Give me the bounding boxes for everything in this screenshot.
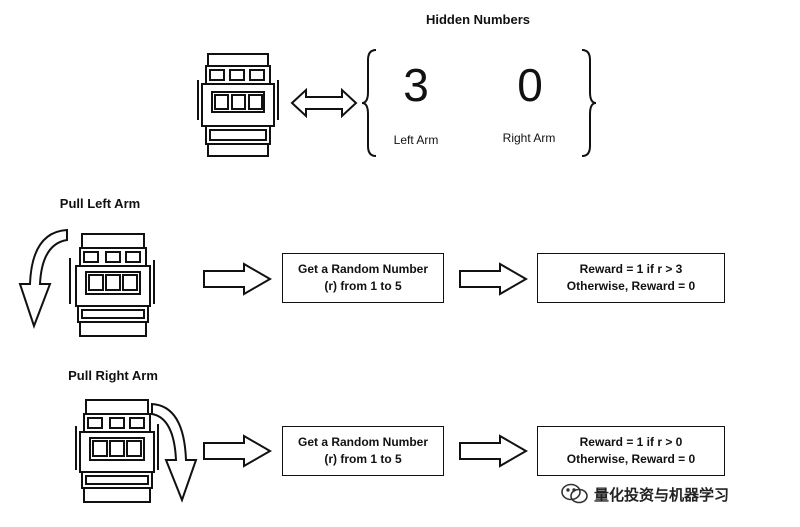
random-number-box: Get a Random Number (r) from 1 to 5	[282, 253, 444, 303]
left-hidden-value: 3	[403, 59, 429, 111]
pull-left-arm-title: Pull Left Arm	[59, 196, 141, 211]
reward-rule-box: Reward = 1 if r > 3 Otherwise, Reward = …	[537, 253, 725, 303]
curved-arrow-icon	[18, 228, 68, 329]
random-number-line2: (r) from 1 to 5	[324, 279, 402, 293]
reward-rule-line1: Reward = 1 if r > 0	[579, 435, 683, 449]
reward-rule-line1: Reward = 1 if r > 3	[579, 262, 683, 276]
slot-machine-icon	[197, 53, 279, 157]
watermark-text: 量化投资与机器学习	[594, 487, 730, 504]
right-arrow-icon	[459, 262, 529, 296]
left-arm-label: Left Arm	[393, 133, 439, 147]
right-hidden-value: 0	[517, 59, 543, 111]
left-brace	[361, 49, 377, 157]
right-brace	[581, 49, 597, 157]
double-arrow-icon	[290, 87, 358, 119]
hidden-numbers-title: Hidden Numbers	[425, 12, 530, 27]
slot-machine-icon	[75, 399, 159, 503]
reward-rule-line2: Otherwise, Reward = 0	[566, 279, 696, 293]
right-arrow-icon	[203, 434, 273, 468]
pull-right-arm-title: Pull Right Arm	[68, 368, 158, 383]
slot-machine-icon	[69, 233, 155, 337]
wechat-icon	[561, 483, 588, 504]
reward-rule-line2: Otherwise, Reward = 0	[566, 452, 696, 466]
right-arm-label: Right Arm	[502, 131, 556, 145]
random-number-box: Get a Random Number (r) from 1 to 5	[282, 426, 444, 476]
random-number-line2: (r) from 1 to 5	[324, 452, 402, 466]
curved-arrow-icon	[151, 402, 198, 503]
right-arrow-icon	[203, 262, 273, 296]
reward-rule-box: Reward = 1 if r > 0 Otherwise, Reward = …	[537, 426, 725, 476]
random-number-line1: Get a Random Number	[297, 435, 429, 449]
random-number-line1: Get a Random Number	[297, 262, 429, 276]
right-arrow-icon	[459, 434, 529, 468]
